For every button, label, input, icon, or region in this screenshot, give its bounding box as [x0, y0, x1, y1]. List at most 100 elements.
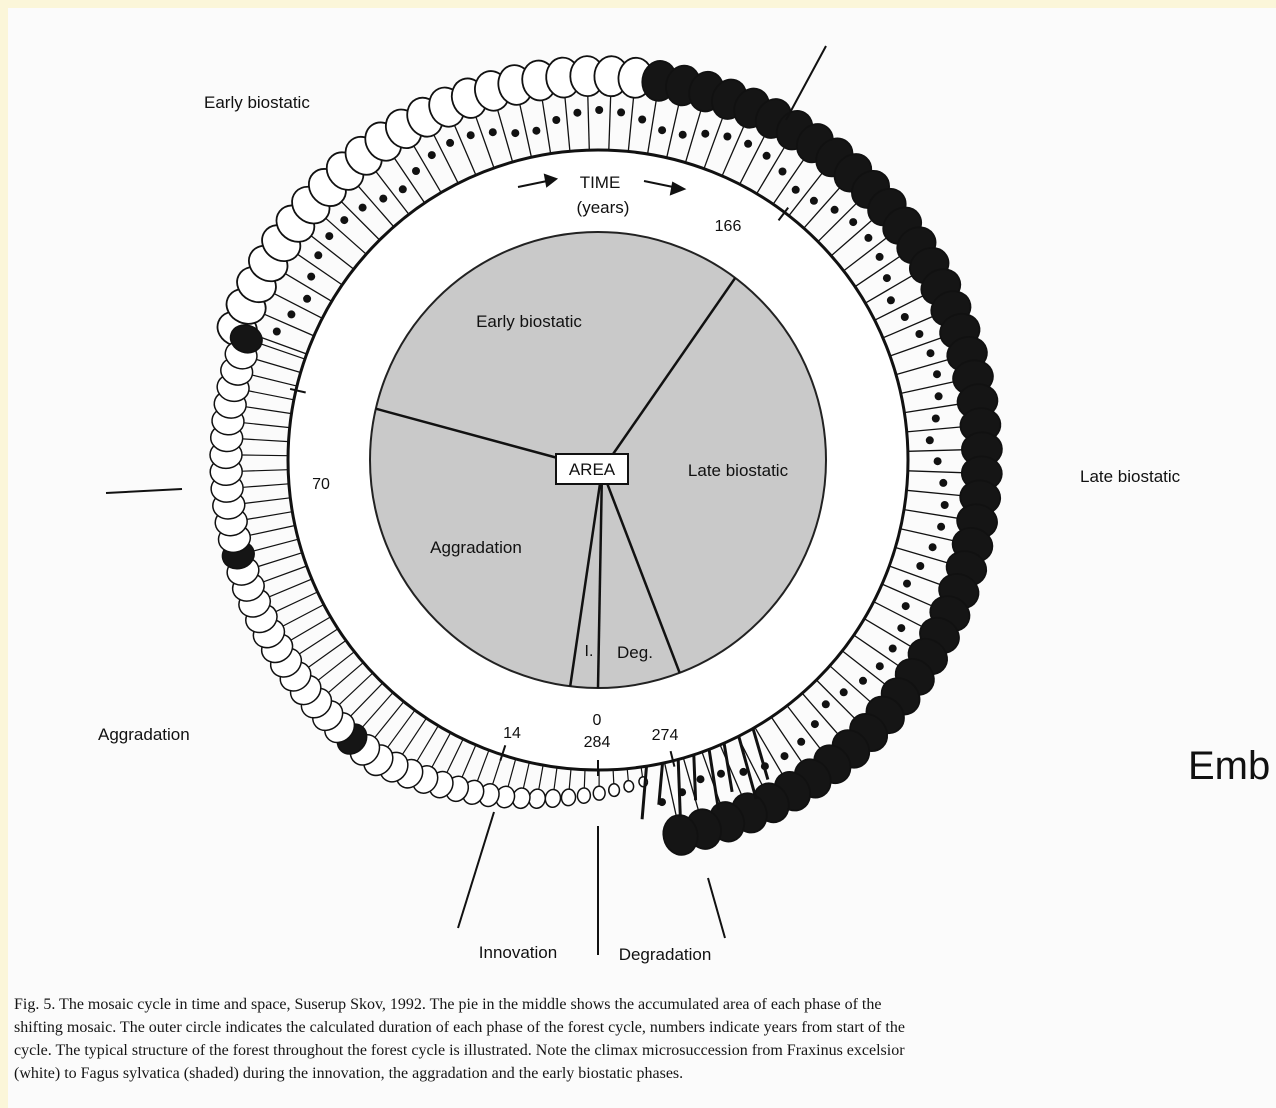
sapling	[859, 677, 867, 685]
sapling	[941, 501, 949, 509]
sapling	[822, 700, 830, 708]
sapling	[831, 206, 839, 214]
sapling	[927, 349, 935, 357]
sapling	[933, 370, 941, 378]
dead-snag	[694, 755, 696, 801]
sapling	[489, 128, 497, 136]
tree-stem	[250, 526, 295, 536]
sapling	[573, 109, 581, 117]
outer-label-late-biostatic: Late biostatic	[1080, 467, 1181, 486]
outer-label-degradation: Degradation	[619, 945, 712, 964]
tree-stem	[276, 592, 318, 612]
ash-crown	[544, 789, 561, 809]
dead-snag	[724, 743, 732, 792]
sapling	[934, 457, 942, 465]
sapling	[658, 126, 666, 134]
year-14: 14	[503, 725, 521, 742]
tree-stem	[890, 337, 945, 356]
tree-stem	[609, 92, 611, 150]
sapling	[889, 645, 897, 653]
ash-crown	[593, 786, 605, 800]
sapling	[876, 662, 884, 670]
tree-stem	[542, 96, 551, 153]
tree-stem	[883, 315, 936, 338]
sapling	[532, 127, 540, 135]
sapling	[811, 720, 819, 728]
caption-line: Fig. 5. The mosaic cycle in time and spa…	[14, 993, 1276, 1016]
sapling	[876, 253, 884, 261]
tree-stem	[392, 155, 425, 203]
sapling	[723, 133, 731, 141]
tree-stem	[901, 381, 958, 393]
tree-stem	[417, 726, 438, 761]
tree-stem	[271, 292, 323, 319]
year-70: 70	[312, 476, 330, 493]
tree-stem	[432, 132, 458, 184]
sapling	[763, 152, 771, 160]
sapling	[428, 151, 436, 159]
sapling	[595, 106, 603, 114]
outer-label-aggradation: Aggradation	[98, 725, 190, 744]
tree-stem	[351, 683, 383, 716]
tree-stem	[252, 375, 297, 386]
tree-stem	[900, 529, 957, 542]
tree-stem	[584, 770, 585, 788]
tree-stem	[257, 360, 301, 373]
sapling	[926, 436, 934, 444]
tree-stem	[830, 666, 873, 705]
time-label: TIME	[580, 173, 621, 192]
ash-crown	[577, 788, 591, 804]
caption-line: (white) to Fagus sylvatica (shaded) duri…	[14, 1062, 1276, 1085]
tree-stem	[477, 750, 489, 781]
sapling	[287, 310, 295, 318]
sapling	[915, 330, 923, 338]
tree-stem	[243, 439, 289, 442]
tree-stem	[648, 97, 657, 154]
tree-stem	[907, 490, 965, 496]
outer-label-early-biostatic: Early biostatic	[204, 93, 310, 112]
dead-snag	[678, 759, 680, 816]
tree-stem	[896, 359, 952, 375]
tree-stem	[802, 693, 840, 737]
tree-stem	[291, 617, 331, 640]
sapling	[902, 602, 910, 610]
tree-stem	[889, 566, 944, 586]
tree-stem	[249, 391, 294, 400]
sapling	[797, 738, 805, 746]
sapling	[359, 204, 367, 212]
tree-stem	[864, 619, 914, 649]
sapling	[412, 167, 420, 175]
caption-line: cycle. The typical structure of the fore…	[14, 1039, 1276, 1062]
pie-label-innovation: I.	[585, 643, 594, 660]
pie-label-degradation: Deg.	[617, 643, 653, 662]
tree-stem	[453, 122, 476, 175]
pie-label-early-biostatic: Early biostatic	[476, 312, 582, 331]
sapling	[314, 251, 322, 259]
tree-stem	[628, 94, 634, 152]
tree-stem	[565, 94, 570, 152]
caption-line: shifting mosaic. The outer circle indica…	[14, 1016, 1276, 1039]
sapling	[887, 296, 895, 304]
tree-stem	[462, 745, 476, 777]
pie-label-late-biostatic: Late biostatic	[688, 461, 789, 480]
sapling	[929, 543, 937, 551]
tree-stem	[447, 739, 463, 772]
tree-stem	[704, 114, 724, 169]
dead-snag	[709, 749, 718, 809]
year-284: 284	[584, 734, 611, 751]
tree-stem	[283, 605, 324, 626]
tree-stem	[722, 123, 745, 176]
sapling	[937, 523, 945, 531]
tree-stem	[432, 733, 451, 767]
sapling	[697, 775, 705, 783]
ash-crown	[623, 780, 634, 792]
tree-stem	[258, 553, 302, 567]
sapling	[379, 195, 387, 203]
tree-stem	[569, 769, 571, 789]
year-0: 0	[593, 712, 602, 729]
sapling	[939, 479, 947, 487]
tree-stem	[787, 706, 822, 752]
sapling	[864, 234, 872, 242]
tree-stem	[403, 718, 427, 754]
